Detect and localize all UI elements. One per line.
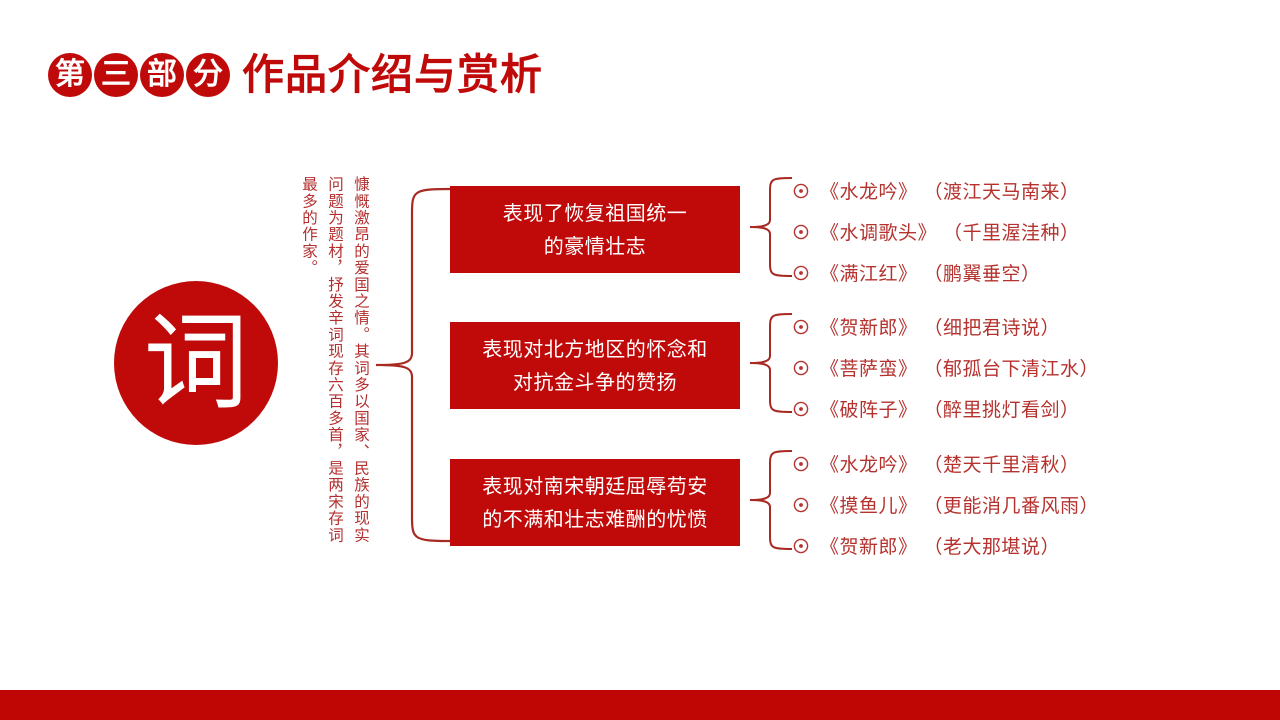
poem-subtitle: （醉里挑灯看剑）	[923, 399, 1080, 421]
title-heading: 作品介绍与赏析	[242, 50, 544, 99]
poem-subtitle: （郁孤台下清江水）	[923, 358, 1100, 380]
poem-title: 《菩萨蛮》	[820, 358, 918, 380]
category-box-3-line2: 的不满和壮志难酬的忧愤	[482, 506, 708, 531]
poem-item[interactable]: 《水龙吟》 （渡江天马南来）	[792, 170, 1132, 211]
poem-item[interactable]: 《贺新郎》 （细把君诗说）	[792, 306, 1132, 347]
circled-dot-icon	[793, 360, 809, 375]
circled-dot-icon	[793, 538, 809, 553]
title-badge-group: 第 三 部 分	[48, 53, 232, 97]
poem-item[interactable]: 《贺新郎》 （老大那堪说）	[792, 525, 1132, 566]
big-brace-icon	[375, 187, 450, 543]
poem-title: 《贺新郎》	[820, 536, 918, 558]
bottom-accent-bar	[0, 690, 1280, 720]
small-brace-icon-1	[749, 177, 792, 277]
poem-subtitle: （更能消几番风雨）	[923, 495, 1100, 517]
poem-list-1: 《水龙吟》 （渡江天马南来） 《水调歌头》 （千里渥洼种） 《满江红》 （鹏翼垂…	[792, 170, 1132, 293]
poem-title: 《破阵子》	[820, 399, 918, 421]
page-title: 第 三 部 分 作品介绍与赏析	[48, 48, 543, 102]
circled-dot-icon	[793, 265, 809, 280]
poem-item[interactable]: 《水调歌头》 （千里渥洼种）	[792, 211, 1132, 252]
title-badge-4: 分	[186, 53, 230, 97]
category-box-3-line1: 表现对南宋朝廷屈辱苟安	[482, 473, 708, 498]
poem-subtitle: （老大那堪说）	[923, 536, 1061, 558]
poem-item[interactable]: 《满江红》 （鹏翼垂空）	[792, 252, 1132, 293]
poem-title: 《水调歌头》	[820, 222, 938, 244]
title-badge-3: 部	[140, 53, 184, 97]
category-box-1-line2: 的豪情壮志	[543, 233, 647, 258]
category-box-1[interactable]: 表现了恢复祖国统一 的豪情壮志	[450, 186, 740, 273]
category-box-1-line1: 表现了恢复祖国统一	[502, 200, 688, 225]
poem-list-3: 《水龙吟》 （楚天千里清秋） 《摸鱼儿》 （更能消几番风雨） 《贺新郎》 （老大…	[792, 443, 1132, 566]
poem-title: 《满江红》	[820, 263, 918, 285]
poem-title: 《水龙吟》	[820, 181, 918, 203]
circled-dot-icon	[793, 319, 809, 334]
category-box-2[interactable]: 表现对北方地区的怀念和 对抗金斗争的赞扬	[450, 322, 740, 409]
poem-subtitle: （楚天千里清秋）	[923, 454, 1080, 476]
small-brace-icon-3	[749, 450, 792, 550]
title-badge-1: 第	[48, 53, 92, 97]
poem-title: 《水龙吟》	[820, 454, 918, 476]
poem-title: 《贺新郎》	[820, 317, 918, 339]
poem-item[interactable]: 《菩萨蛮》 （郁孤台下清江水）	[792, 347, 1132, 388]
circled-dot-icon	[793, 456, 809, 471]
poem-subtitle: （鹏翼垂空）	[923, 263, 1041, 285]
category-box-1-lines: 表现了恢复祖国统一 的豪情壮志	[503, 197, 688, 263]
circled-dot-icon	[793, 497, 809, 512]
category-box-2-line1: 表现对北方地区的怀念和	[482, 336, 708, 361]
poem-item[interactable]: 《水龙吟》 （楚天千里清秋）	[792, 443, 1132, 484]
category-box-3[interactable]: 表现对南宋朝廷屈辱苟安 的不满和壮志难酬的忧愤	[450, 459, 740, 546]
small-brace-icon-2	[749, 313, 792, 413]
category-box-2-lines: 表现对北方地区的怀念和 对抗金斗争的赞扬	[482, 333, 708, 399]
vertical-intro-text: 慷慨激昂的爱国之情。其词多以国家、民族的现实问题为题材，抒发辛词现存六百多首，是…	[300, 176, 370, 544]
title-badge-2: 三	[94, 53, 138, 97]
circled-dot-icon	[793, 224, 809, 239]
poem-subtitle: （千里渥洼种）	[943, 222, 1080, 244]
poem-item[interactable]: 《摸鱼儿》 （更能消几番风雨）	[792, 484, 1132, 525]
poem-list-2: 《贺新郎》 （细把君诗说） 《菩萨蛮》 （郁孤台下清江水） 《破阵子》 （醉里挑…	[792, 306, 1132, 429]
circled-dot-icon	[793, 183, 809, 198]
category-box-2-line2: 对抗金斗争的赞扬	[513, 369, 677, 394]
poem-subtitle: （细把君诗说）	[923, 317, 1061, 339]
topic-circle-label: 词	[143, 301, 249, 424]
circled-dot-icon	[793, 401, 809, 416]
poem-title: 《摸鱼儿》	[820, 495, 918, 517]
poem-subtitle: （渡江天马南来）	[923, 181, 1080, 203]
poem-item[interactable]: 《破阵子》 （醉里挑灯看剑）	[792, 388, 1132, 429]
topic-circle: 词	[114, 281, 278, 445]
category-box-3-lines: 表现对南宋朝廷屈辱苟安 的不满和壮志难酬的忧愤	[482, 470, 708, 536]
